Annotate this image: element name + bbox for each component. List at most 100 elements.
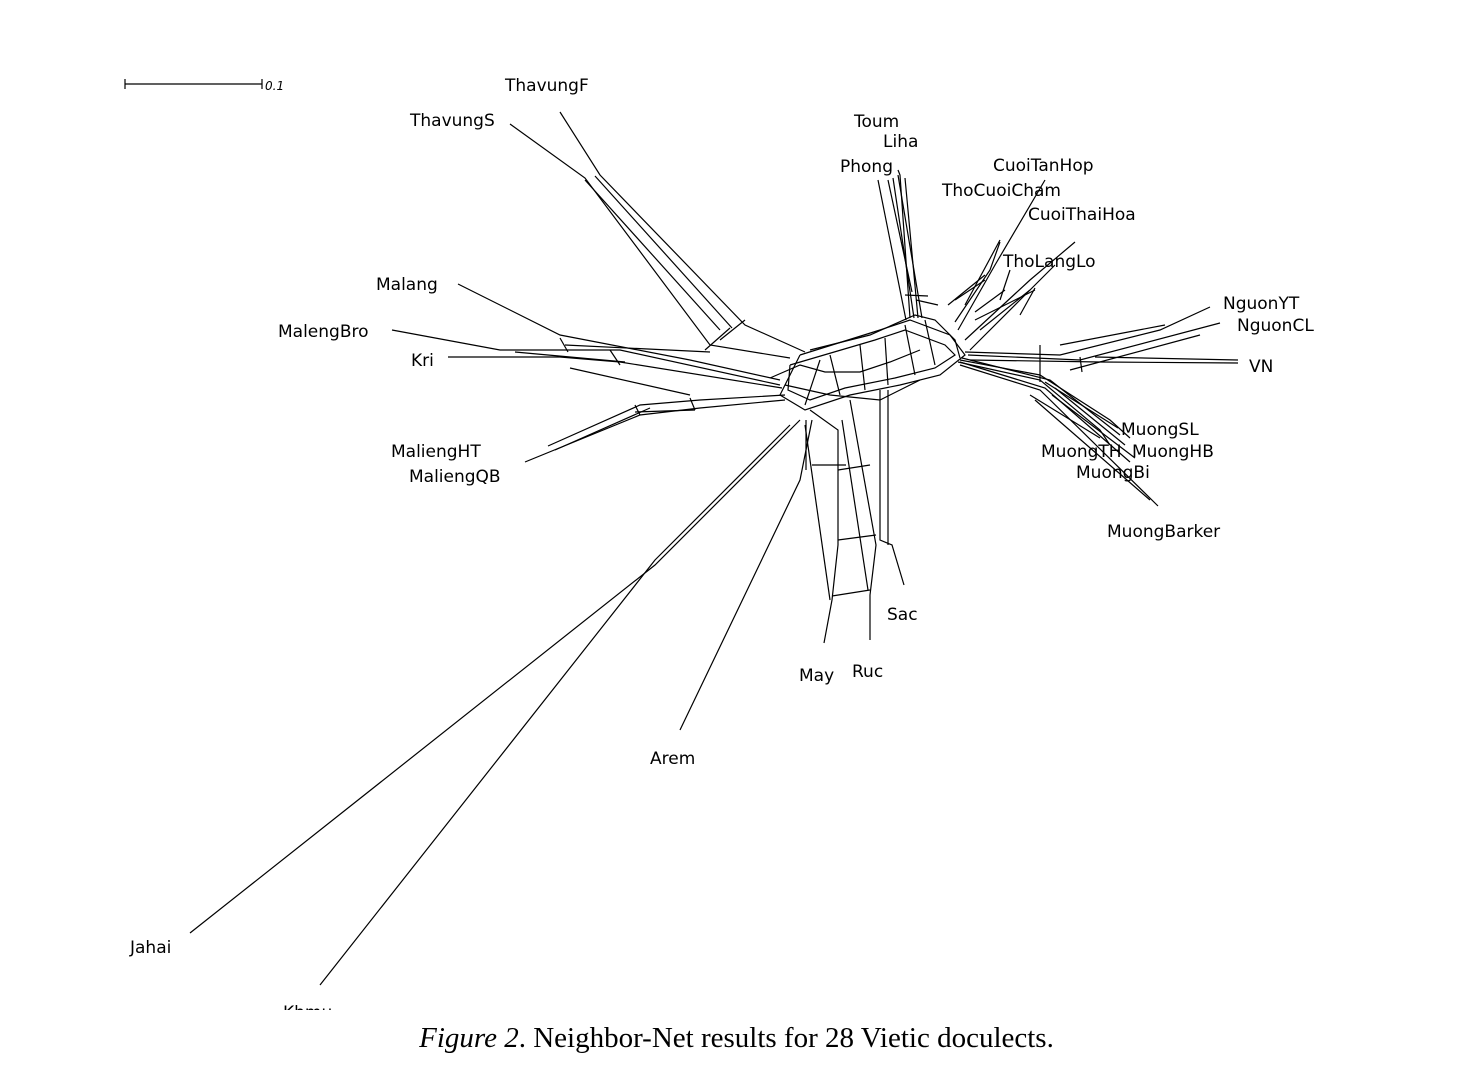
branch-nguoncl	[967, 322, 1221, 361]
branch-cuoitanhop	[957, 179, 1046, 331]
reticulation-edge-5	[689, 397, 696, 411]
taxon-label-tholanglo: ThoLangLo	[1002, 252, 1096, 272]
reticulation-edge-11	[837, 534, 877, 541]
branch-cuoithaihoa	[964, 241, 1076, 341]
branch-jahai	[189, 419, 801, 934]
branch-split-muongbarker	[1034, 399, 1151, 501]
taxon-label-ruc: Ruc	[852, 662, 883, 682]
reticulation-edge-10	[837, 464, 871, 471]
branch-maliengqb	[524, 399, 786, 463]
branch-muongbi	[959, 361, 1131, 463]
taxon-label-nguoncl: NguonCL	[1237, 316, 1314, 336]
branch-thocuoicham	[954, 241, 1001, 323]
taxon-label-liha: Liha	[883, 132, 918, 152]
branch-split-nguoncl	[1069, 334, 1201, 371]
taxon-label-thocuoicham: ThoCuoiCham	[941, 181, 1061, 201]
branch-split-toum	[904, 177, 919, 319]
branch-split-ruc	[841, 419, 869, 591]
branch-malienght	[547, 394, 786, 447]
taxon-label-jahai: Jahai	[129, 938, 171, 958]
branch-khmu	[319, 424, 791, 986]
branch-muongbarker	[959, 364, 1159, 507]
reticulation-edge-12	[831, 589, 871, 597]
reticulation-edge-4	[634, 404, 641, 416]
branch-split-muongbi	[1051, 394, 1136, 459]
reticulation-edge-17	[974, 289, 1006, 313]
branch-split-malang	[564, 344, 711, 353]
figure-caption: Figure 2. Neighbor-Net results for 28 Vi…	[0, 1022, 1473, 1055]
branch-vn	[969, 359, 1239, 364]
branch-split-thocuoicham	[947, 274, 986, 306]
taxon-label-arem: Arem	[650, 749, 695, 769]
taxon-label-malienght: MaliengHT	[391, 442, 481, 462]
taxon-label-khmu: Khmu	[283, 1003, 332, 1010]
taxon-label-malengbro: MalengBro	[278, 322, 369, 342]
taxon-label-thavungf: ThavungF	[504, 76, 589, 96]
branch-split-thavungf	[584, 179, 721, 331]
taxon-label-nguonyt: NguonYT	[1223, 294, 1300, 314]
core-edge-9	[924, 319, 936, 366]
reticulation-edge-0	[704, 327, 731, 351]
branch-split-maliengqb	[554, 407, 651, 451]
branch-split-muongth	[1029, 394, 1101, 439]
core-edge-1	[787, 329, 956, 401]
taxon-label-muongbarker: MuongBarker	[1107, 522, 1220, 542]
core-edge-10	[804, 359, 821, 406]
taxon-label-maliengqb: MaliengQB	[409, 467, 501, 487]
branch-muonghb	[961, 357, 1121, 436]
taxon-label-kri: Kri	[411, 351, 434, 371]
branch-split-phong	[887, 179, 913, 293]
taxon-label-muongsl: MuongSL	[1121, 420, 1199, 440]
scale-bar: 0.1	[124, 79, 284, 93]
branch-kri	[448, 356, 783, 389]
branch-split-tholanglo	[979, 289, 1031, 331]
branch-arem	[679, 419, 813, 731]
reticulation-edge-14	[904, 294, 929, 297]
core-edge-4	[769, 349, 921, 379]
branch-tholanglo	[969, 264, 1056, 351]
taxon-label-malang: Malang	[376, 275, 438, 295]
reticulation-edge-2	[609, 349, 621, 366]
branch-muongsl	[959, 359, 1131, 439]
scale-bar-label: 0.1	[265, 79, 284, 93]
core-edge-5	[829, 354, 841, 396]
branch-toum	[897, 169, 911, 319]
reticulation-edge-1	[719, 319, 746, 341]
branch-malengbro	[391, 329, 781, 386]
caption-label: Figure 2	[419, 1022, 519, 1054]
branch-split-muonghb	[1054, 387, 1126, 446]
taxon-label-phong: Phong	[840, 157, 893, 177]
core-edge-2	[809, 314, 961, 359]
taxon-label-vn: VN	[1249, 357, 1273, 377]
taxon-label-muonghb: MuongHB	[1132, 442, 1214, 462]
branch-ruc	[849, 399, 877, 640]
core-edge-8	[904, 324, 916, 376]
taxon-label-cuoithaihoa: CuoiThaiHoa	[1028, 205, 1136, 225]
branch-liha	[897, 174, 923, 319]
branch-muongth	[957, 361, 1111, 446]
branch-nguonyt	[964, 306, 1211, 356]
reticulation-edge-9	[1019, 287, 1036, 316]
branch-phong	[877, 179, 907, 321]
branch-split-thavungs	[594, 175, 733, 329]
branch-sac	[879, 390, 905, 586]
taxon-label-thavungs: ThavungS	[409, 111, 495, 131]
taxon-label-may: May	[799, 666, 834, 686]
taxon-label-sac: Sac	[887, 605, 918, 625]
taxon-label-cuoitanhop: CuoiTanHop	[993, 156, 1094, 176]
taxon-label-toum: Toum	[853, 112, 899, 132]
branch-split-may	[804, 424, 831, 601]
reticulation-edge-3	[559, 337, 569, 353]
taxon-label-muongth: MuongTH	[1041, 442, 1122, 462]
core-edge-7	[884, 337, 889, 386]
reticulation-edge-16	[954, 279, 986, 301]
core-edge-6	[859, 344, 866, 391]
branch-may	[809, 409, 839, 644]
branch-split-nguonyt	[1059, 324, 1166, 346]
core-edge-0	[779, 319, 966, 411]
branch-split-cuoitanhop	[964, 239, 1001, 306]
reticulation-edge-15	[915, 299, 939, 306]
